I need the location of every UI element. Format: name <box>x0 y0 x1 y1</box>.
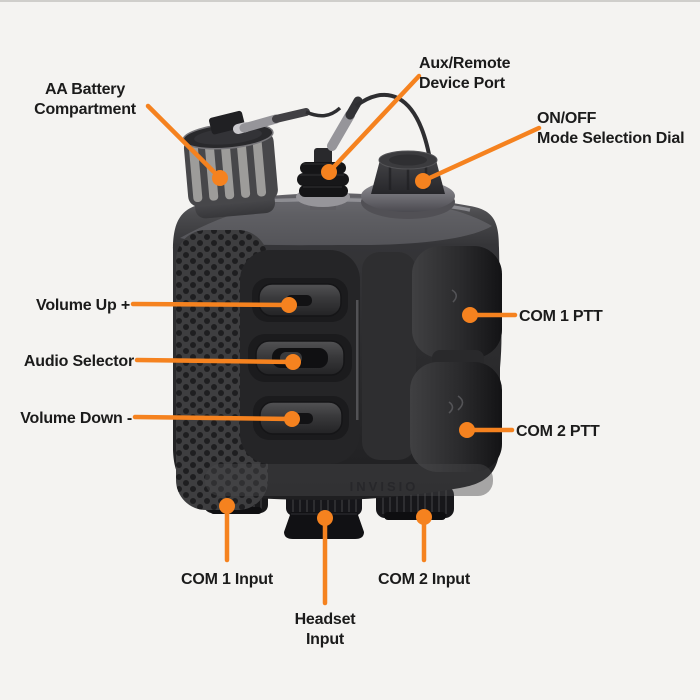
face-side-plate <box>362 252 416 460</box>
label-on-off-mode-selection-dial: ON/OFF Mode Selection Dial <box>537 109 685 149</box>
label-volume-down: Volume Down - <box>20 410 132 427</box>
com1-ptt-paddle <box>412 246 502 358</box>
label-aux-remote-device-port: Aux/Remote Device Port <box>419 54 511 94</box>
callout-lines <box>130 73 542 606</box>
label-line: Device Port <box>419 75 505 92</box>
battery-leader-line <box>145 103 223 181</box>
label-aa-battery-compartment: AA Battery Compartment <box>20 80 150 120</box>
label-line: Headset <box>294 611 356 628</box>
battery-dot <box>212 170 228 186</box>
mode-selection-dial <box>361 150 455 219</box>
label-volume-up: Volume Up + <box>36 297 130 314</box>
label-line: ON/OFF <box>537 110 597 127</box>
brand-marking: INVISIO <box>350 479 419 494</box>
label-line: Input <box>305 631 345 648</box>
volume-up-leader-line <box>130 301 292 308</box>
dial-leader-line <box>420 125 542 184</box>
bottom-band <box>205 464 493 496</box>
audio-selector-button <box>248 334 352 382</box>
label-com2-ptt: COM 2 PTT <box>516 423 600 440</box>
aux-cable-short <box>305 106 342 118</box>
volume-down-leader-line <box>132 414 295 422</box>
label-com1-input: COM 1 Input <box>180 571 273 588</box>
volume-down-button <box>253 396 349 440</box>
screenshot-top-edge <box>0 0 700 2</box>
com1-ptt-dot <box>462 307 478 323</box>
audio-dot <box>285 354 301 370</box>
com2-ptt-dot <box>459 422 475 438</box>
volume-up-dot <box>281 297 297 313</box>
label-com1-ptt: COM 1 PTT <box>519 308 603 325</box>
dial-dot <box>415 173 431 189</box>
label-line: Aux/Remote <box>419 55 511 72</box>
volume-up-button <box>252 278 348 322</box>
label-line: Mode Selection Dial <box>537 130 685 147</box>
com2-ptt-paddle <box>410 362 502 472</box>
label-line: AA Battery <box>44 81 126 98</box>
com1-input-dot <box>219 498 235 514</box>
battery-cable-connector <box>233 108 310 134</box>
aux-port <box>296 148 350 210</box>
callout-dots <box>212 164 478 526</box>
label-audio-selector: Audio Selector <box>23 353 134 370</box>
face-edge-highlight <box>356 300 359 420</box>
headset-dot <box>317 510 333 526</box>
label-headset-input: Headset Input <box>265 610 385 650</box>
aux-dot <box>321 164 337 180</box>
aux-leader-line <box>326 73 422 175</box>
aux-plug <box>327 96 363 151</box>
label-com2-input: COM 2 Input <box>377 571 470 588</box>
label-line: Compartment <box>34 101 136 118</box>
com2-input-dot <box>416 509 432 525</box>
volume-down-dot <box>284 411 300 427</box>
audio-leader-line <box>134 357 296 365</box>
